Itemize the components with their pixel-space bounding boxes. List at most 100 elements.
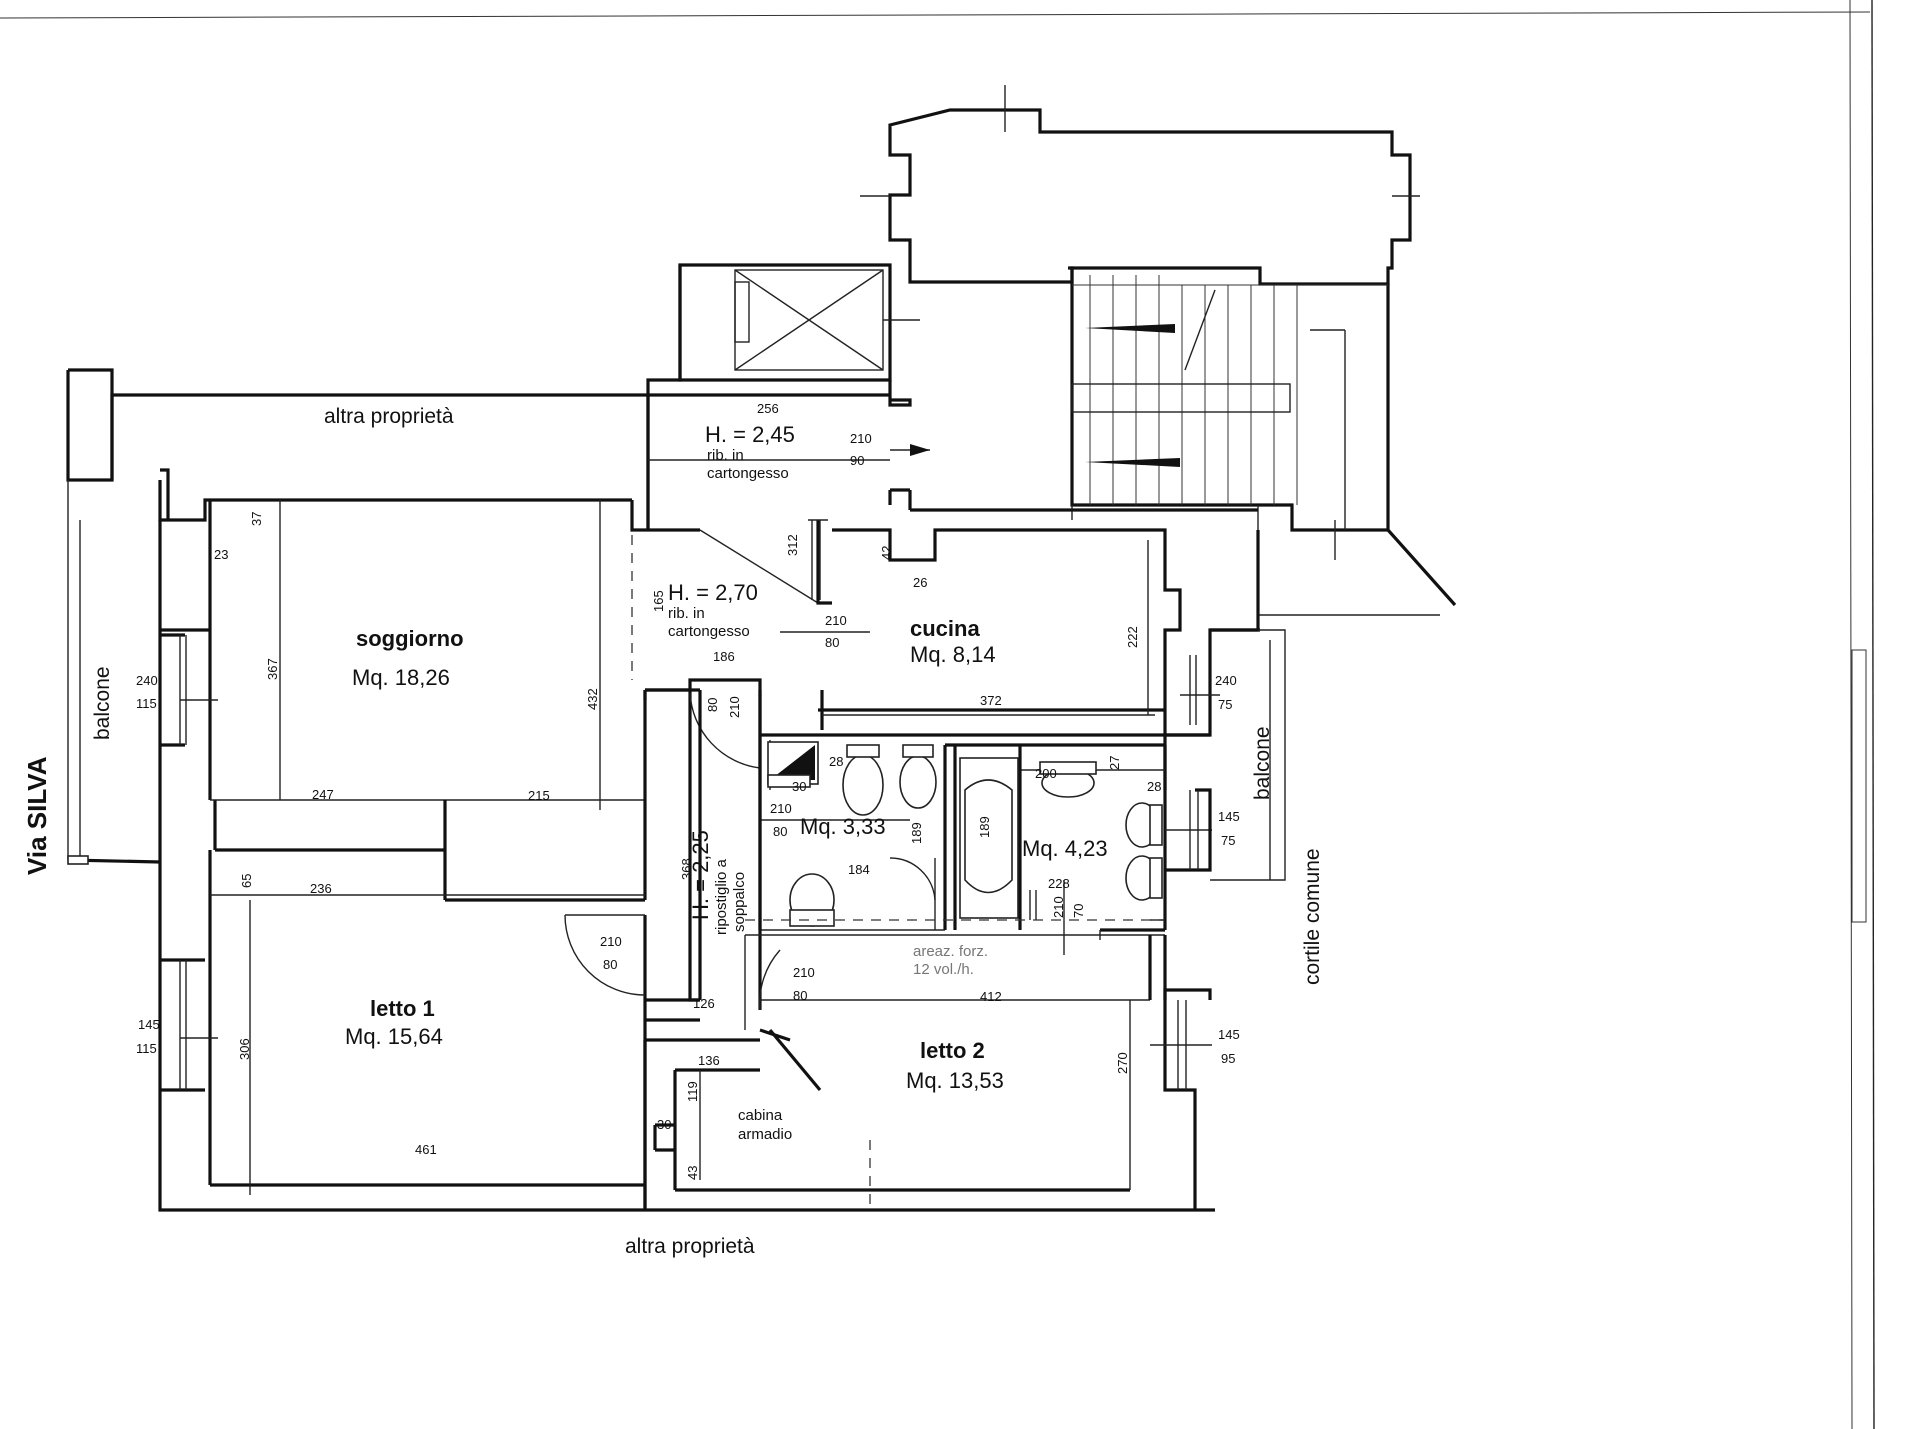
dim-label: 210 — [793, 965, 815, 980]
neighbor-bottom-label: altra proprietà — [625, 1235, 755, 1258]
dim-label: 26 — [913, 575, 928, 590]
closet-label-line2: armadio — [738, 1126, 793, 1143]
dim-label: 210 — [825, 613, 847, 628]
dim-label: 210 — [600, 934, 622, 949]
room-name-letto2: letto 2 — [920, 1038, 985, 1063]
stair-tower — [860, 85, 1420, 286]
dim-label: 372 — [980, 693, 1002, 708]
dim-label: 189 — [977, 816, 992, 838]
dim-label: 80 — [793, 988, 808, 1003]
dim-label: 28 — [829, 754, 844, 769]
dim-label: 119 — [685, 1081, 700, 1102]
bedroom2-walls — [643, 988, 1215, 1212]
bathroom2 — [959, 735, 1212, 955]
closet-label-line1: cabina — [738, 1107, 783, 1124]
ventilation-line1: areaz. forz. — [913, 943, 989, 960]
dim-label: 240 — [136, 673, 158, 688]
entry-ceiling-height: H. = 2,45 — [705, 422, 795, 447]
dim-label: 80 — [603, 957, 618, 972]
dim-label: 75 — [1218, 697, 1233, 712]
dim-label: 90 — [850, 453, 865, 468]
dim-label: 65 — [239, 873, 254, 888]
dim-label: 270 — [1115, 1052, 1130, 1074]
sheet-frame — [0, 0, 1875, 1429]
dim-label: 228 — [1048, 876, 1070, 891]
dim-label: 115 — [136, 696, 157, 711]
apartment-walls — [158, 468, 675, 1212]
dim-label: 136 — [698, 1053, 720, 1068]
dim-label: 200 — [1035, 766, 1057, 781]
dim-label: 37 — [249, 511, 264, 526]
dim-label: 186 — [713, 649, 735, 664]
dim-label: 115 — [136, 1041, 157, 1056]
balcony-left-label: balcone — [91, 666, 114, 740]
dim-label: 215 — [528, 788, 550, 803]
ventilation-line2: 12 vol./h. — [913, 961, 974, 978]
dim-label: 145 — [1218, 809, 1240, 824]
entry-walls — [110, 265, 1258, 604]
dim-label: 256 — [757, 401, 779, 416]
dim-label: 210 — [727, 696, 742, 718]
dim-label: 145 — [138, 1017, 160, 1032]
balcony-left — [66, 368, 161, 865]
room-area-letto2: Mq. 13,53 — [906, 1068, 1004, 1093]
entry-ceiling-line2: cartongesso — [707, 465, 789, 482]
balcony-right-label: balcone — [1251, 726, 1274, 800]
room-name-letto1: letto 1 — [370, 996, 435, 1021]
dim-label: 210 — [850, 431, 872, 446]
courtyard-label: cortile comune — [1301, 848, 1324, 985]
room-area-bagno1: Mq. 3,33 — [800, 814, 886, 839]
street-label: Via SILVA — [22, 756, 52, 876]
dim-label: 240 — [1215, 673, 1237, 688]
dim-label: 28 — [1147, 779, 1162, 794]
dim-label: 42 — [879, 545, 894, 560]
storage-corridor — [645, 688, 1167, 1030]
dim-label: 210 — [770, 801, 792, 816]
dim-label: 30 — [657, 1117, 672, 1132]
room-area-soggiorno: Mq. 18,26 — [352, 665, 450, 690]
dim-label: 80 — [825, 635, 840, 650]
dim-label: 247 — [312, 787, 334, 802]
dim-label: 23 — [214, 547, 229, 562]
staircase — [1068, 266, 1457, 630]
room-area-bagno2: Mq. 4,23 — [1022, 836, 1108, 861]
dim-label: 189 — [909, 822, 924, 844]
hall-ceiling-line2: cartongesso — [668, 623, 750, 640]
room-area-cucina: Mq. 8,14 — [910, 642, 996, 667]
dim-label: 367 — [265, 658, 280, 680]
dim-label: 70 — [1071, 903, 1086, 918]
hall-ceiling-line1: rib. in — [668, 605, 705, 622]
dim-label: 165 — [651, 590, 666, 612]
dim-label: 80 — [705, 697, 720, 712]
dim-label: 236 — [310, 881, 332, 896]
room-name-cucina: cucina — [910, 616, 980, 641]
dim-label: 184 — [848, 862, 870, 877]
dim-label: 95 — [1221, 1051, 1236, 1066]
dim-label: 80 — [773, 824, 788, 839]
dim-label: 30 — [792, 779, 807, 794]
living-room-walls — [180, 500, 647, 902]
dim-label: 461 — [415, 1142, 437, 1157]
balcony-right — [1210, 628, 1286, 881]
hall-ceiling-height: H. = 2,70 — [668, 580, 758, 605]
lift-shaft — [678, 263, 920, 382]
kitchen-walls — [780, 519, 1258, 737]
dim-label: 412 — [980, 989, 1002, 1004]
dim-label: 75 — [1221, 833, 1236, 848]
dim-label: 126 — [693, 996, 715, 1011]
room-area-letto1: Mq. 15,64 — [345, 1024, 443, 1049]
storage-label-line2: soppalco — [731, 871, 748, 932]
neighbor-top-label: altra proprietà — [324, 405, 454, 428]
dim-label: 222 — [1125, 626, 1140, 648]
dim-label: 145 — [1218, 1027, 1240, 1042]
dim-label: 27 — [1107, 755, 1122, 770]
dim-label: 432 — [585, 688, 600, 710]
dim-label: 368 — [679, 858, 694, 880]
dim-label: 210 — [1051, 896, 1066, 918]
dim-label: 43 — [685, 1165, 700, 1180]
storage-label-line1: ripostiglio a — [713, 859, 730, 935]
dim-label: 306 — [237, 1038, 252, 1060]
room-name-soggiorno: soggiorno — [356, 626, 464, 651]
entry-ceiling-line1: rib. in — [707, 447, 744, 464]
